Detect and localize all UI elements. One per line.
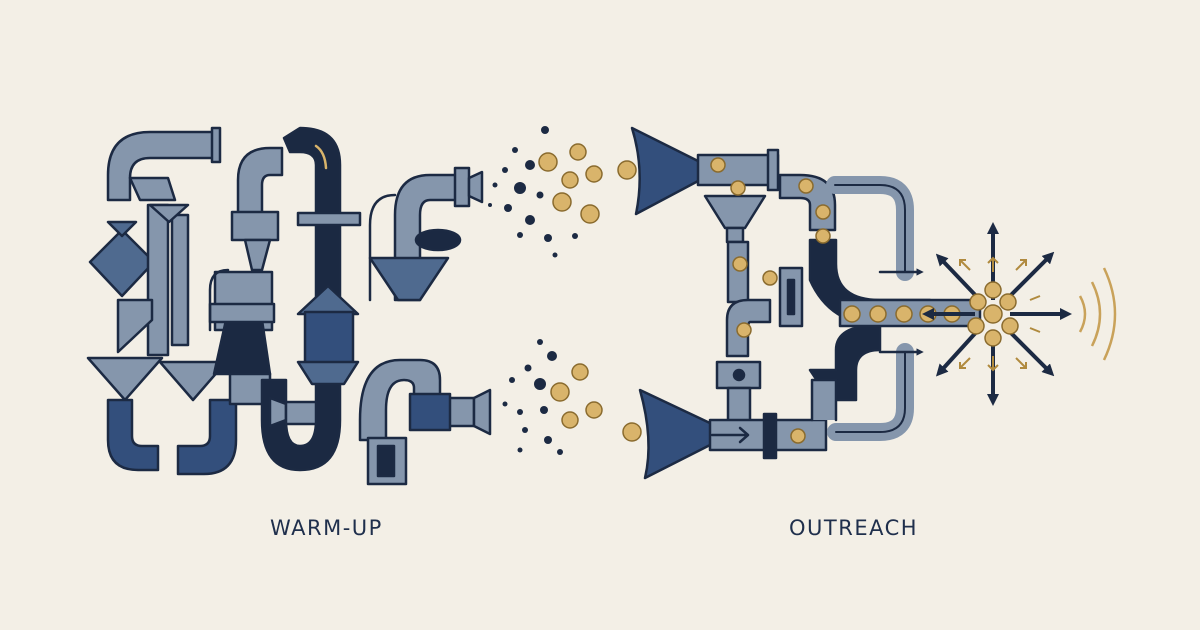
particles <box>488 126 642 455</box>
label-outreach: OUTREACH <box>789 516 919 540</box>
funnel-bottom-arrow <box>710 426 750 444</box>
pipe-right-top-outline <box>834 184 906 273</box>
cone-up <box>296 284 360 316</box>
vertical-lower-stem <box>726 386 752 426</box>
hook-pipe <box>208 268 230 332</box>
funnel-mid-right <box>703 194 767 230</box>
bottom-valve-slot <box>376 444 396 478</box>
pipe-mid-block <box>303 310 355 370</box>
u-bend-left <box>106 398 160 472</box>
gold-particles-upper <box>538 143 603 224</box>
warmup-pipes <box>86 126 492 486</box>
shape-wedge <box>116 298 154 354</box>
funnel-big-bottom <box>638 388 714 480</box>
diamond-valve <box>88 228 156 298</box>
block-stack-1 <box>230 210 280 242</box>
dark-particles-upper <box>488 126 578 258</box>
pipe-right-top <box>826 176 914 281</box>
funnel-small <box>106 220 138 238</box>
burst <box>922 222 1117 406</box>
dark-particles-lower <box>502 339 563 455</box>
pipe-vertical-1 <box>146 203 170 357</box>
signal-waves-icon <box>1078 267 1117 361</box>
pipe-arch-left <box>236 146 284 217</box>
burst-core <box>967 281 1019 347</box>
nozzle-left <box>268 396 288 428</box>
funnel-stack <box>243 238 272 272</box>
gold-balls-outreach <box>710 157 961 444</box>
gold-particle-top-right <box>617 160 637 180</box>
funnel-lower-mid <box>158 360 228 402</box>
cone-down <box>296 360 360 386</box>
funnel-lower-left <box>86 356 164 402</box>
flange-mid <box>296 211 362 227</box>
funnel-mid <box>148 203 190 224</box>
valve-top <box>453 166 471 208</box>
vertical-pipe-right <box>726 240 750 304</box>
right-pipe-cap <box>408 392 452 432</box>
side-valve-inner <box>786 278 796 316</box>
left-pipe-h <box>284 400 318 426</box>
pipe-drop <box>128 176 177 202</box>
gold-highlight <box>314 144 328 170</box>
funnel-big-top <box>630 126 702 216</box>
pipe-lower-right-up <box>810 378 838 422</box>
pipe-vertical-2 <box>170 213 190 347</box>
funnel-top-pipe <box>696 153 780 187</box>
u-bend-right <box>176 398 238 476</box>
pipe-flange <box>210 126 222 164</box>
funnel-top-flange <box>766 148 780 192</box>
nozzle-top <box>467 170 484 204</box>
outreach-pipes <box>630 126 982 480</box>
gold-particles-lower <box>550 363 642 442</box>
pipe-right-bottom-outline <box>835 351 906 433</box>
label-warm-up: WARM-UP <box>270 516 383 540</box>
pipe-s-loop <box>368 193 397 302</box>
bowl <box>414 228 462 252</box>
funnel-mid-stem <box>725 226 745 244</box>
nozzle-right <box>472 388 492 436</box>
funnel-tall <box>368 256 450 302</box>
stack-cap <box>208 302 276 324</box>
valve-knob <box>732 368 746 382</box>
burst-small-arrows <box>959 256 1041 372</box>
funnel-bottom-flange <box>762 412 778 460</box>
pipe-elbow-top-left <box>106 130 217 202</box>
